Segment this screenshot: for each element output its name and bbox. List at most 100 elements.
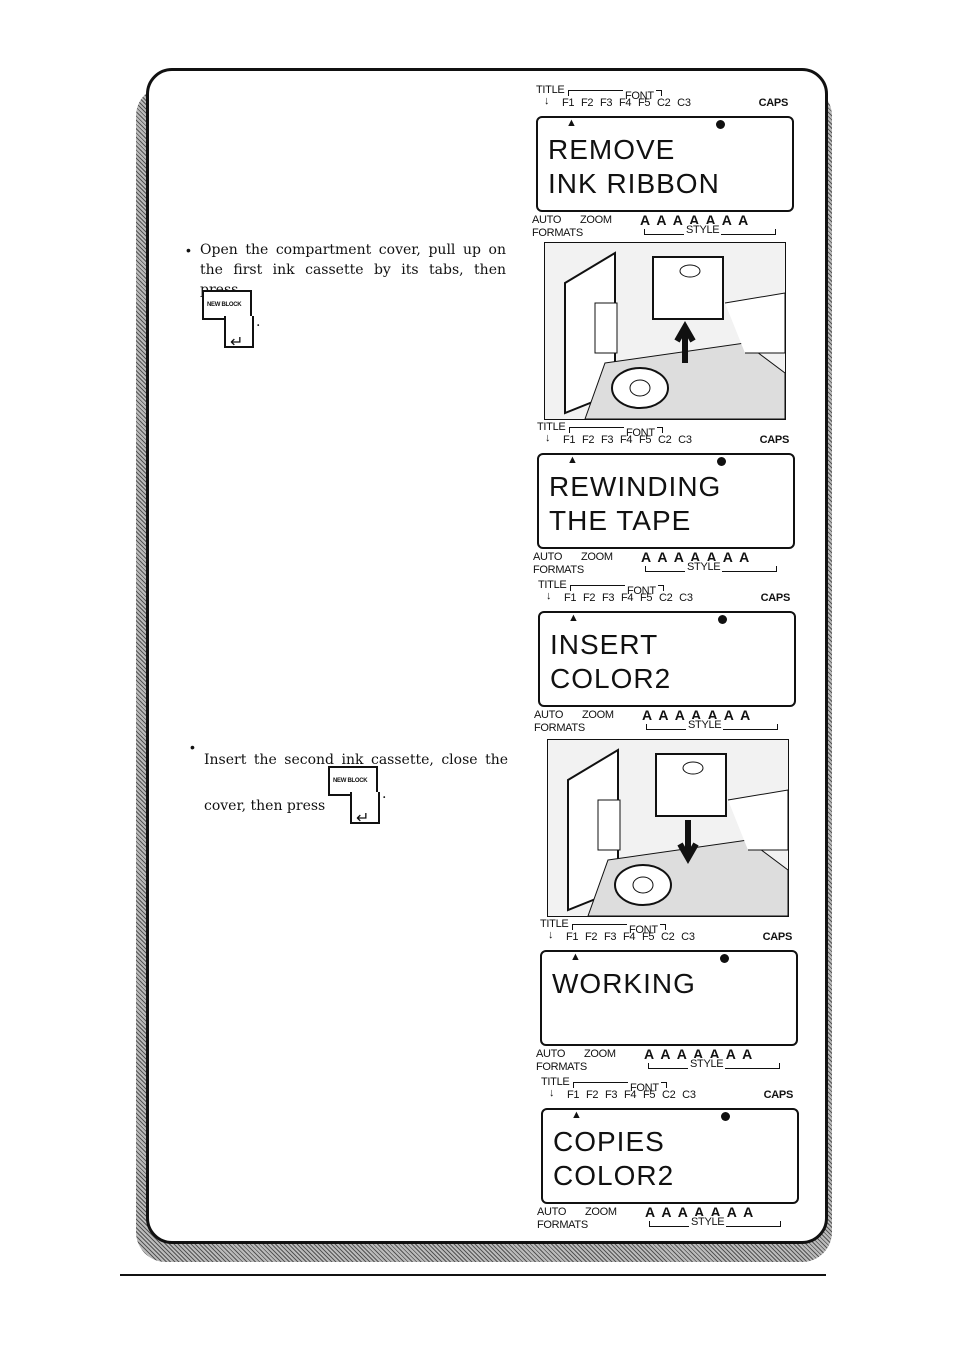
down-arrow-icon: ↓ — [546, 590, 552, 602]
font-label: FONT — [628, 1082, 661, 1094]
indicator-dot-icon — [721, 1112, 730, 1121]
title-label: TITLE — [541, 1076, 570, 1088]
auto-label: AUTO — [536, 1048, 566, 1060]
down-arrow-icon: ↓ — [548, 929, 554, 941]
cursor-triangle-icon: ▲ — [570, 951, 581, 963]
title-label: TITLE — [537, 421, 566, 433]
font-label: FONT — [623, 90, 656, 102]
font-label: FONT — [624, 427, 657, 439]
zoom-label: ZOOM — [585, 1206, 617, 1218]
font-bracket: FONT — [568, 90, 662, 102]
lcd-display-3: TITLE FONT ↓ F1 F2 F3 F4 F5 C2 C3 CAPS ▲… — [534, 579, 796, 734]
bullet-1: • — [186, 242, 191, 258]
instruction-2: Insert the second ink cassette, close th… — [204, 752, 508, 814]
lcd-screen: ▲ WORKING — [540, 950, 798, 1046]
lcd-top-labels: TITLE FONT ↓ F1 F2 F3 F4 F5 C2 C3 CAPS — [541, 1076, 799, 1108]
style-label: STYLE — [688, 1058, 726, 1070]
function-keys: F1 F2 F3 F4 F5 C2 C3 — [563, 434, 692, 446]
lcd-top-labels: TITLE FONT ↓ F1 F2 F3 F4 F5 C2 C3 CAPS — [536, 84, 794, 116]
zoom-label: ZOOM — [582, 709, 614, 721]
lcd-line-2: INK RIBBON — [548, 168, 720, 199]
lcd-line-1: REWINDING — [549, 471, 722, 502]
return-arrow-icon: ↵ — [230, 334, 244, 351]
indicator-dot-icon — [717, 457, 726, 466]
auto-label: AUTO — [534, 709, 564, 721]
key-stem: ↵ — [350, 792, 380, 827]
illustration-insert-cassette — [547, 739, 789, 917]
instruction-1: Open the compartment cover, pull up on t… — [200, 242, 506, 298]
lcd-line-1: REMOVE — [548, 134, 676, 165]
style-label: STYLE — [685, 561, 723, 573]
key-label: NEW BLOCK — [333, 778, 368, 784]
down-arrow-icon: ↓ — [545, 432, 551, 444]
style-label: STYLE — [684, 224, 722, 236]
cursor-triangle-icon: ▲ — [567, 454, 578, 466]
caps-label: CAPS — [759, 434, 790, 446]
down-arrow-icon: ↓ — [549, 1087, 555, 1099]
formats-label: FORMATS — [534, 722, 585, 734]
lcd-display-2: TITLE FONT ↓ F1 F2 F3 F4 F5 C2 C3 CAPS ▲… — [533, 421, 795, 576]
lcd-display-4: TITLE FONT ↓ F1 F2 F3 F4 F5 C2 C3 CAPS ▲… — [536, 918, 798, 1073]
key-stem: ↵ — [224, 316, 254, 351]
font-label: FONT — [627, 924, 660, 936]
font-label: FONT — [625, 585, 658, 597]
lcd-display-1: TITLE FONT ↓ F1 F2 F3 F4 F5 C2 C3 CAPS ▲… — [532, 84, 794, 239]
auto-label: AUTO — [533, 551, 563, 563]
lcd-screen: ▲ REMOVE INK RIBBON — [536, 116, 794, 212]
zoom-label: ZOOM — [580, 214, 612, 226]
font-bracket: FONT — [572, 924, 666, 936]
caps-label: CAPS — [762, 931, 793, 943]
indicator-dot-icon — [718, 615, 727, 624]
lcd-screen: ▲ REWINDING THE TAPE — [537, 453, 795, 549]
lcd-line-1: COPIES — [553, 1126, 665, 1157]
return-arrow-icon: ↵ — [356, 810, 370, 827]
caps-label: CAPS — [758, 97, 789, 109]
zoom-label: ZOOM — [581, 551, 613, 563]
font-bracket: FONT — [570, 585, 664, 597]
indicator-dot-icon — [716, 120, 725, 129]
lcd-line-2: THE TAPE — [549, 505, 692, 536]
lcd-screen: ▲ INSERT COLOR2 — [538, 611, 796, 707]
formats-label: FORMATS — [533, 564, 584, 576]
caps-label: CAPS — [760, 592, 791, 604]
lcd-top-labels: TITLE FONT ↓ F1 F2 F3 F4 F5 C2 C3 CAPS — [537, 421, 795, 453]
title-label: TITLE — [538, 579, 567, 591]
cursor-triangle-icon: ▲ — [571, 1109, 582, 1121]
down-arrow-icon: ↓ — [544, 95, 550, 107]
lcd-line-1: INSERT — [550, 629, 659, 660]
new-block-key-1: NEW BLOCK ↵ — [202, 290, 254, 351]
lcd-top-labels: TITLE FONT ↓ F1 F2 F3 F4 F5 C2 C3 CAPS — [540, 918, 798, 950]
lcd-screen: ▲ COPIES COLOR2 — [541, 1108, 799, 1204]
lcd-line-1: WORKING — [552, 968, 696, 999]
caps-label: CAPS — [763, 1089, 794, 1101]
illustration-remove-cassette — [544, 242, 786, 420]
title-label: TITLE — [540, 918, 569, 930]
indicator-dot-icon — [720, 954, 729, 963]
function-keys: F1 F2 F3 F4 F5 C2 C3 — [562, 97, 691, 109]
zoom-label: ZOOM — [584, 1048, 616, 1060]
new-block-key-2: NEW BLOCK ↵ — [328, 766, 380, 827]
lcd-line-2: COLOR2 — [550, 663, 672, 694]
bottom-rule — [120, 1274, 826, 1276]
formats-label: FORMATS — [536, 1061, 587, 1073]
auto-label: AUTO — [537, 1206, 567, 1218]
cursor-triangle-icon: ▲ — [568, 612, 579, 624]
key-label: NEW BLOCK — [207, 302, 242, 308]
function-keys: F1 F2 F3 F4 F5 C2 C3 — [567, 1089, 696, 1101]
style-label: STYLE — [686, 719, 724, 731]
lcd-line-2: COLOR2 — [553, 1160, 675, 1191]
bullet-2: • — [190, 739, 195, 755]
period-2: . — [382, 786, 387, 802]
cursor-triangle-icon: ▲ — [566, 117, 577, 129]
function-keys: F1 F2 F3 F4 F5 C2 C3 — [564, 592, 693, 604]
lcd-top-labels: TITLE FONT ↓ F1 F2 F3 F4 F5 C2 C3 CAPS — [538, 579, 796, 611]
period-1: . — [256, 314, 261, 330]
